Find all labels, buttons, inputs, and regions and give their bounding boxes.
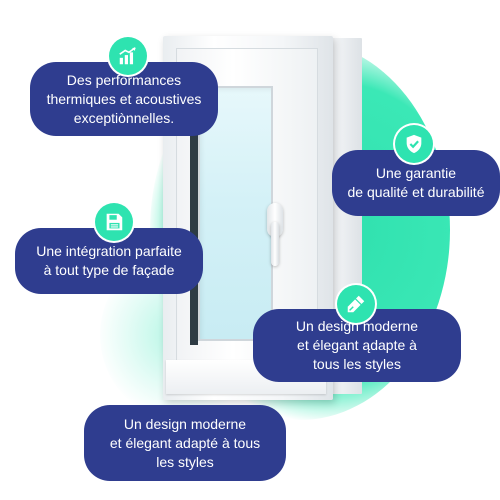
feature-line: et élegant adapté à tous <box>109 434 261 451</box>
feature-design-bottom: Un design moderne et élegant adapté à to… <box>84 405 286 481</box>
feature-line: les styles <box>156 453 214 470</box>
feature-line: à tout type de façade <box>43 262 175 278</box>
feature-line: Des performances <box>66 71 182 88</box>
feature-line: Une garantie <box>375 165 457 181</box>
window-glass <box>198 86 273 341</box>
feature-line: tous les styles <box>313 356 401 372</box>
feature-line: de qualité et durabilité <box>347 184 485 200</box>
feature-line: Une intégration parfaite <box>36 243 182 259</box>
floppy-disk-icon <box>95 203 133 241</box>
feature-line: Un design moderne <box>295 318 419 334</box>
feature-line: exceptiònnelles. <box>73 109 175 126</box>
feature-line: Un design moderne <box>123 415 247 432</box>
window-handle <box>271 222 279 266</box>
chart-growth-icon <box>109 37 147 75</box>
feature-line: thermiques et acoustives <box>46 90 202 107</box>
shield-check-icon <box>395 125 433 163</box>
pen-tool-icon <box>337 285 375 323</box>
feature-line: et élegant ądapte à <box>297 337 417 353</box>
